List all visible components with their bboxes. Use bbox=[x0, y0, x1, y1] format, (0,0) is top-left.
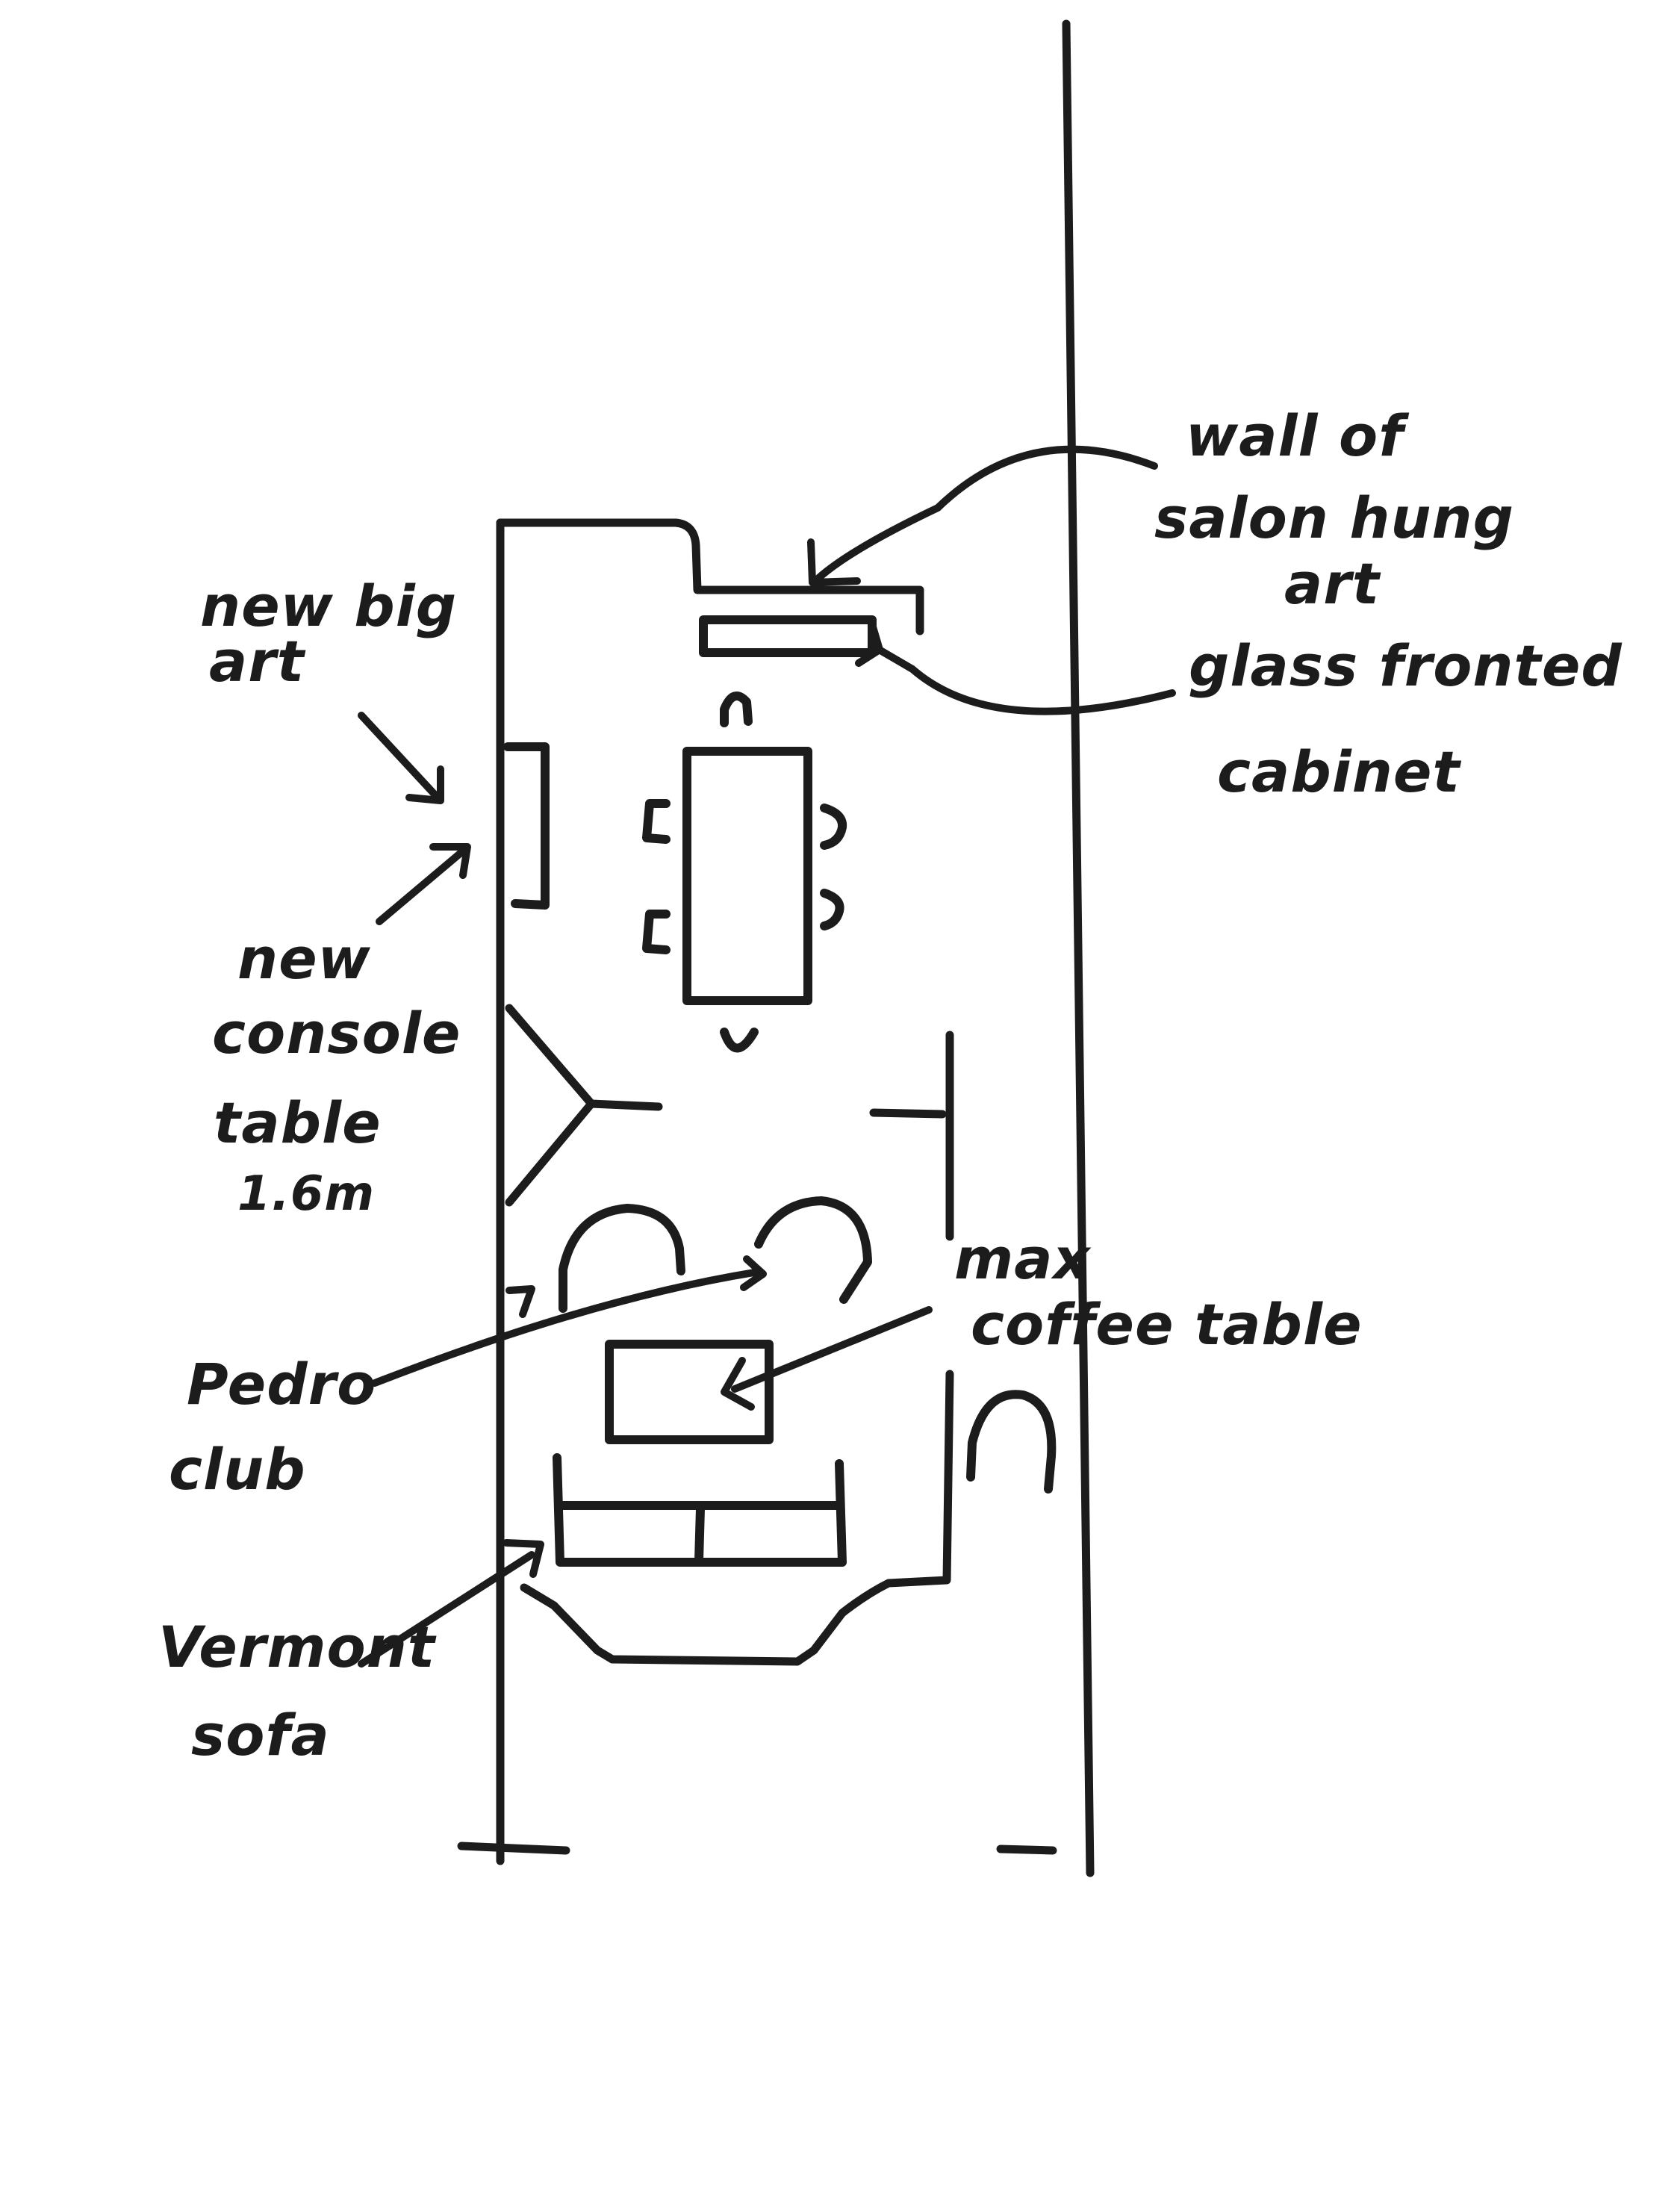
chair-right-1 bbox=[820, 804, 847, 850]
chair-bottom bbox=[720, 1028, 759, 1053]
label-console-size: 1.6m bbox=[237, 1166, 375, 1222]
street-line bbox=[1062, 19, 1095, 1877]
chair-left-1 bbox=[642, 799, 671, 844]
room-walls bbox=[457, 518, 1057, 1865]
label-pedro-club: Pedro club bbox=[169, 1351, 397, 1502]
chair-right-2 bbox=[820, 889, 844, 930]
dining-set bbox=[642, 692, 847, 1053]
dining-table bbox=[682, 747, 812, 1005]
label-wall-of-salon-hung-art: wall of salon hung art bbox=[1154, 403, 1535, 617]
label-vermont-sofa: Vermont sofa bbox=[158, 1614, 456, 1768]
pedro-club-chairs bbox=[559, 1196, 1057, 1494]
max-coffee-table bbox=[605, 1340, 774, 1444]
label-new-console-table: new console table bbox=[212, 925, 482, 1156]
partition bbox=[505, 1004, 947, 1207]
label-glass-fronted-cabinet: glass fronted cabinet bbox=[1189, 633, 1643, 805]
chair-top bbox=[720, 692, 753, 727]
vermont-sofa bbox=[553, 1453, 847, 1567]
label-max-coffee-table: max coffee table bbox=[954, 1225, 1363, 1358]
chair-left-2 bbox=[642, 910, 671, 954]
label-new-big-art: new big art bbox=[200, 573, 478, 694]
glass-fronted-cabinet bbox=[699, 615, 877, 657]
annotation-arrows bbox=[358, 445, 1176, 1668]
annotation-labels: new big art new console table 1.6m Pedro… bbox=[158, 403, 1643, 1768]
new-big-art bbox=[503, 742, 550, 910]
